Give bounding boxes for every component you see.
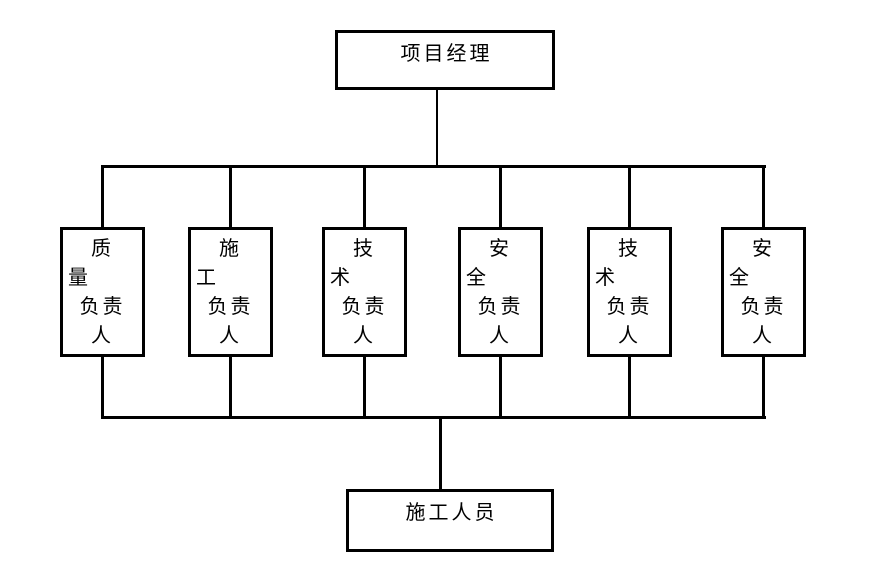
node-text-line: 技 [353, 238, 376, 260]
node-text-line: 人 [489, 325, 512, 347]
node-safety-manager-2: 安 全 负责 人 [721, 227, 806, 357]
node-safety-manager-1: 安 全 负责 人 [458, 227, 543, 357]
node-text-line: 工 [196, 267, 219, 289]
node-text-line: 质 [91, 238, 114, 260]
node-text-line: 术 [330, 267, 353, 289]
connector-drop-top-5 [628, 165, 631, 227]
node-quality-manager: 质 量 负责 人 [60, 227, 145, 357]
node-technical-manager-2: 技 术 负责 人 [587, 227, 672, 357]
node-text-line: 负责 [477, 296, 524, 318]
node-text-line: 负责 [341, 296, 388, 318]
connector-drop-bottom-2 [229, 355, 232, 418]
node-technical-manager-1: 技 术 负责 人 [322, 227, 407, 357]
connector-drop-top-2 [229, 165, 232, 227]
node-label: 项目经理 [400, 43, 493, 65]
node-text-line: 人 [91, 325, 114, 347]
connector-top-bus [101, 165, 766, 168]
connector-drop-top-4 [499, 165, 502, 227]
node-text-line: 人 [219, 325, 242, 347]
node-text-line: 技 [618, 238, 641, 260]
node-text-line: 全 [729, 267, 752, 289]
connector-drop-top-1 [101, 165, 104, 227]
node-construction-manager: 施 工 负责 人 [188, 227, 273, 357]
node-text-line: 负责 [606, 296, 653, 318]
connector-top-vertical [436, 88, 438, 166]
connector-drop-bottom-3 [363, 355, 366, 418]
connector-drop-top-3 [363, 165, 366, 227]
node-text-line: 人 [752, 325, 775, 347]
connector-bottom-bus [101, 416, 766, 419]
node-text-line: 人 [353, 325, 376, 347]
connector-drop-bottom-5 [628, 355, 631, 418]
node-text-line: 术 [595, 267, 618, 289]
node-text-line: 安 [489, 238, 512, 260]
node-text-line: 人 [618, 325, 641, 347]
node-text-line: 负责 [79, 296, 126, 318]
connector-drop-bottom-1 [101, 355, 104, 418]
node-text-line: 安 [752, 238, 775, 260]
connector-drop-bottom-4 [499, 355, 502, 418]
node-construction-personnel: 施工人员 [346, 489, 554, 552]
node-project-manager: 项目经理 [335, 30, 555, 90]
connector-drop-top-6 [762, 165, 765, 227]
node-text-line: 负责 [740, 296, 787, 318]
connector-drop-bottom-6 [762, 355, 765, 418]
node-text-line: 负责 [207, 296, 254, 318]
connector-bottom-vertical [439, 416, 442, 491]
node-text-line: 量 [68, 267, 91, 289]
node-text-line: 施 [219, 238, 242, 260]
node-text-line: 全 [466, 267, 489, 289]
node-label: 施工人员 [405, 502, 498, 524]
